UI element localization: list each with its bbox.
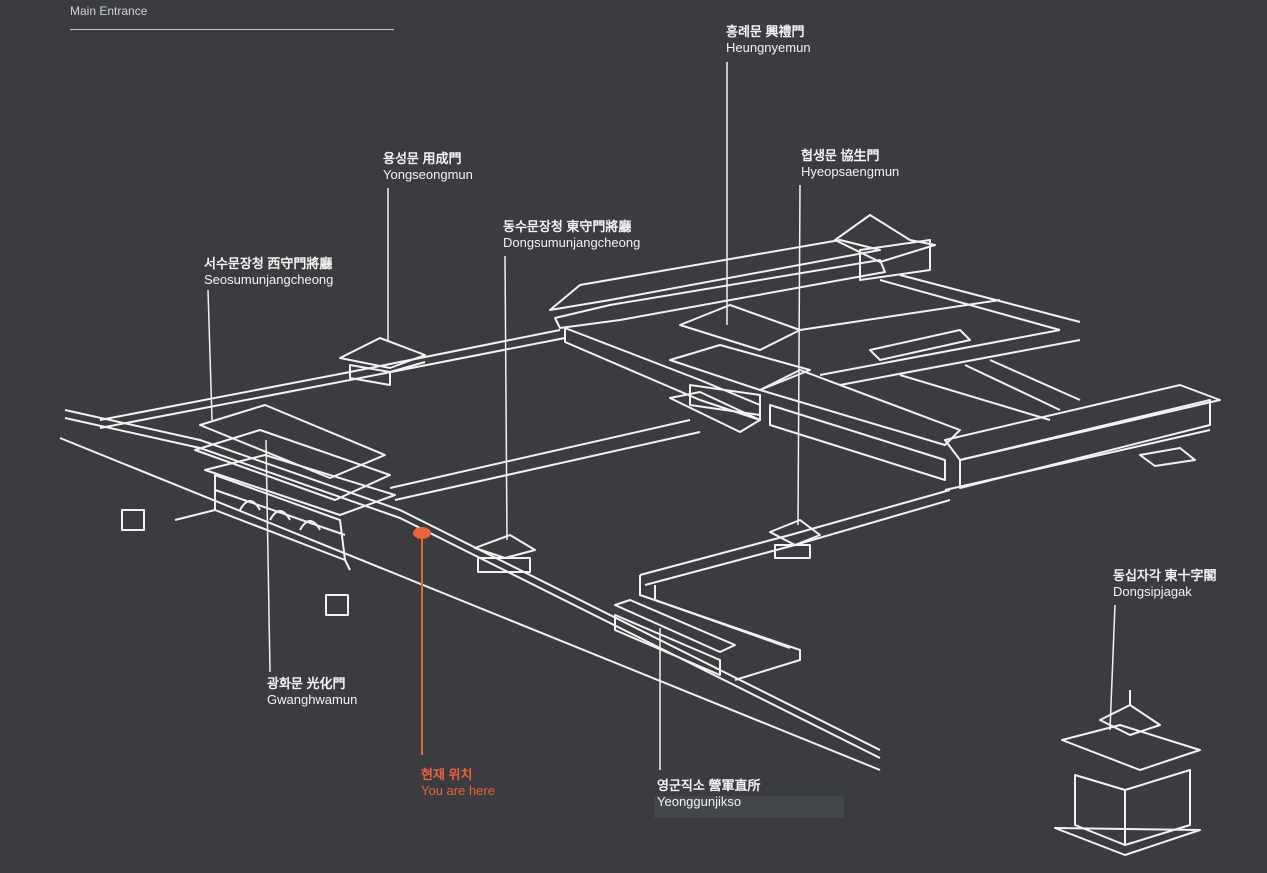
dongsumunjangcheong-pavilion [474, 534, 536, 573]
label-en: Dongsumunjangcheong [503, 234, 641, 250]
label-hyeopsaengmun: 협생문 協生門 Hyeopsaengmun [801, 148, 899, 179]
label-backing [654, 796, 844, 818]
label-en: Gwanghwamun [267, 691, 358, 707]
label-ko: 흥례문 興禮門 [726, 24, 805, 39]
label-en: Heungnyemun [726, 39, 811, 55]
label-leader-lines [207, 62, 1116, 770]
you-are-here-marker [413, 527, 431, 755]
hyeopsaengmun-pavilion [769, 519, 821, 559]
west-wall [59, 409, 881, 771]
label-dongsumunjangcheong: 동수문장청 東守門將廳 Dongsumunjangcheong [503, 219, 640, 250]
courtyard-line [394, 431, 701, 501]
label-ko: 용성문 用成門 [383, 151, 462, 166]
gwanghwamun-gate [174, 404, 396, 571]
label-en: Dongsipjagak [1113, 583, 1192, 599]
label-ko: 동십자각 東十字閣 [1113, 568, 1217, 583]
label-gwanghwamun: 광화문 光化門 Gwanghwamun [267, 676, 357, 707]
label-heungnyemun: 흥례문 興禮門 Heungnyemun [726, 24, 811, 55]
haetae-statue-1 [121, 509, 145, 531]
label-ko: 영군직소 營軍直所 [657, 778, 761, 793]
east-inner-wall [639, 489, 951, 681]
label-en: Yongseongmun [383, 166, 473, 182]
courtyard-line [389, 419, 691, 489]
label-you-are-here: 현재 위치 You are here [421, 767, 495, 798]
label-ko: 동수문장청 東守門將廳 [503, 219, 632, 234]
label-seosumunjangcheong: 서수문장청 西守門將廳 Seosumunjangcheong [204, 256, 333, 287]
haetae-statue-2 [325, 594, 349, 616]
yeonggunjikso-building [614, 599, 736, 676]
label-en: Seosumunjangcheong [204, 271, 334, 287]
label-ko: 광화문 光化門 [267, 676, 346, 691]
north-wall [99, 329, 566, 429]
header-divider [70, 29, 394, 30]
label-en: Yeonggunjikso [657, 793, 742, 809]
label-yongseongmun: 용성문 用成門 Yongseongmun [383, 151, 473, 182]
label-en: Hyeopsaengmun [801, 163, 900, 179]
map-section-title: Main Entrance [70, 4, 148, 18]
yongseongmun-pavilion [339, 337, 426, 386]
label-ko: 서수문장청 西守門將廳 [204, 256, 333, 271]
label-en: You are here [421, 782, 495, 798]
label-ko: 협생문 協生門 [801, 148, 880, 163]
label-ko: 현재 위치 [421, 767, 473, 782]
heungnyemun-complex [549, 214, 1221, 491]
label-yeonggunjikso: 영군직소 營軍直所 Yeonggunjikso [657, 778, 760, 809]
label-dongsipjagak: 동십자각 東十字閣 Dongsipjagak [1113, 568, 1216, 599]
dongsipjagak-tower [1054, 690, 1201, 856]
